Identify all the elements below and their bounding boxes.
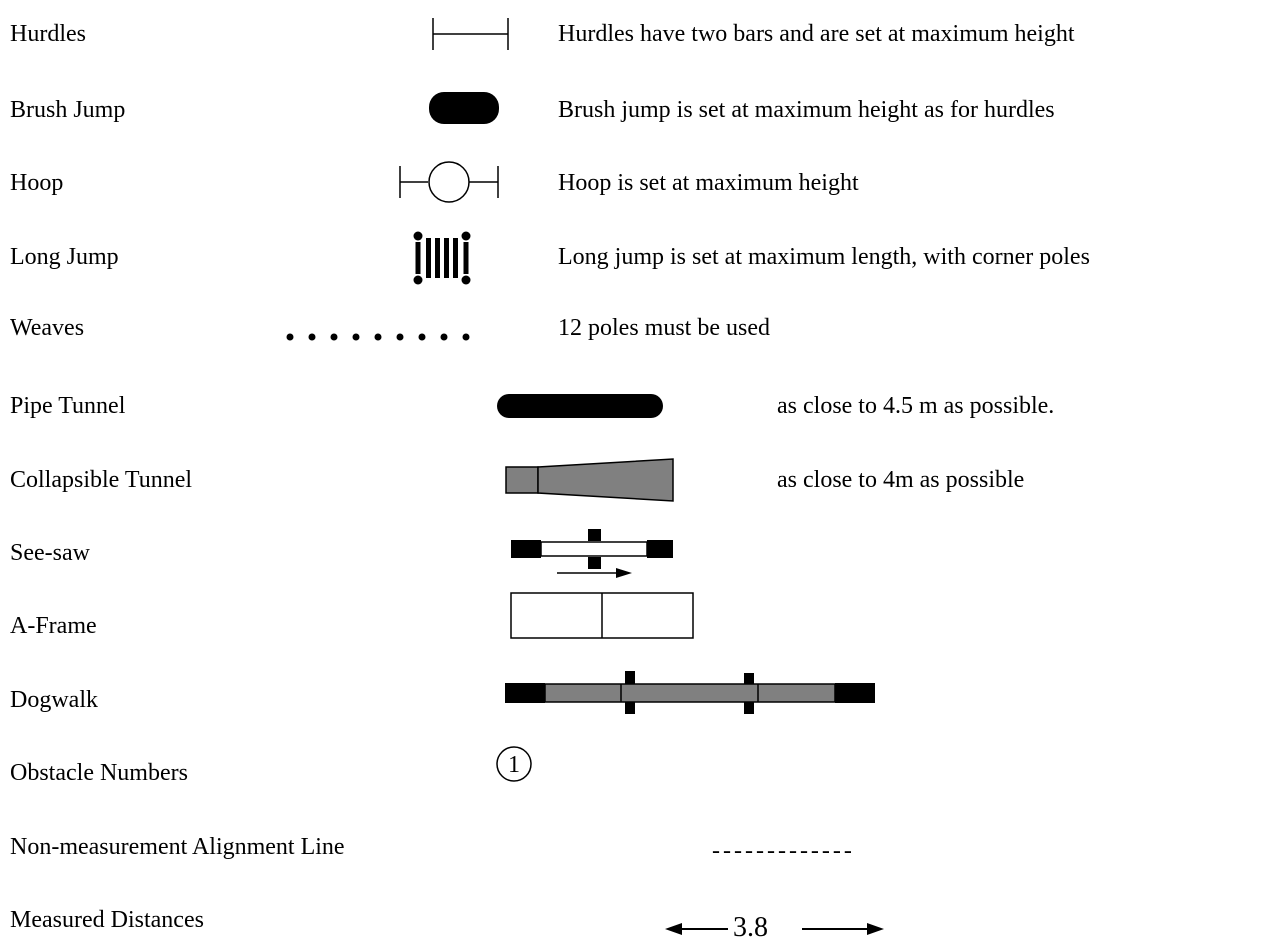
label-a-frame: A-Frame [10,613,97,639]
label-long-jump: Long Jump [10,244,119,270]
dogwalk-icon [504,670,878,718]
weave-pole-dot [374,333,382,341]
label-see-saw: See-saw [10,540,90,566]
label-hoop: Hoop [10,170,64,196]
description-hurdles: Hurdles have two bars and are set at max… [558,21,1075,47]
weave-pole-dot [396,333,404,341]
description-pipe-tunnel: as close to 4.5 m as possible. [777,393,1055,419]
weave-pole-dot [462,333,470,341]
weave-pole-dot [440,333,448,341]
weave-poles-icon [284,330,474,344]
weave-pole-dot [352,333,360,341]
description-hoop: Hoop is set at maximum height [558,170,859,196]
obstacle-number-icon: 1 [494,744,538,788]
label-collapsible-tunnel: Collapsible Tunnel [10,467,193,493]
measured-distance-value: 3.8 [733,912,768,943]
collapsible-tunnel-icon [505,457,675,507]
label-alignment-line: Non-measurement Alignment Line [10,834,345,860]
description-brush-jump: Brush jump is set at maximum height as f… [558,97,1055,123]
hurdle-icon [432,16,512,52]
label-weaves: Weaves [10,315,85,341]
label-measured-distances: Measured Distances [10,907,204,933]
weave-pole-dot [330,333,338,341]
dashed-line-icon: ------------- [712,838,855,864]
label-dogwalk: Dogwalk [10,687,98,713]
weave-pole-dot [418,333,426,341]
see-saw-icon [510,528,680,588]
weave-pole-dot [308,333,316,341]
svg-text:1: 1 [508,752,520,778]
brush-jump-icon [428,90,502,126]
description-weaves: 12 poles must be used [558,315,770,341]
label-brush-jump: Brush Jump [10,97,126,123]
double-arrow-icon [664,914,888,944]
weave-pole-dot [286,333,294,341]
a-frame-icon [510,592,696,642]
description-collapsible-tunnel: as close to 4m as possible [777,467,1025,493]
long-jump-icon [408,228,474,288]
label-pipe-tunnel: Pipe Tunnel [10,393,126,419]
hoop-icon [398,161,504,203]
label-hurdles: Hurdles [10,21,86,47]
pipe-tunnel-icon [496,392,666,422]
description-long-jump: Long jump is set at maximum length, with… [558,244,1090,270]
label-obstacle-numbers: Obstacle Numbers [10,760,188,786]
